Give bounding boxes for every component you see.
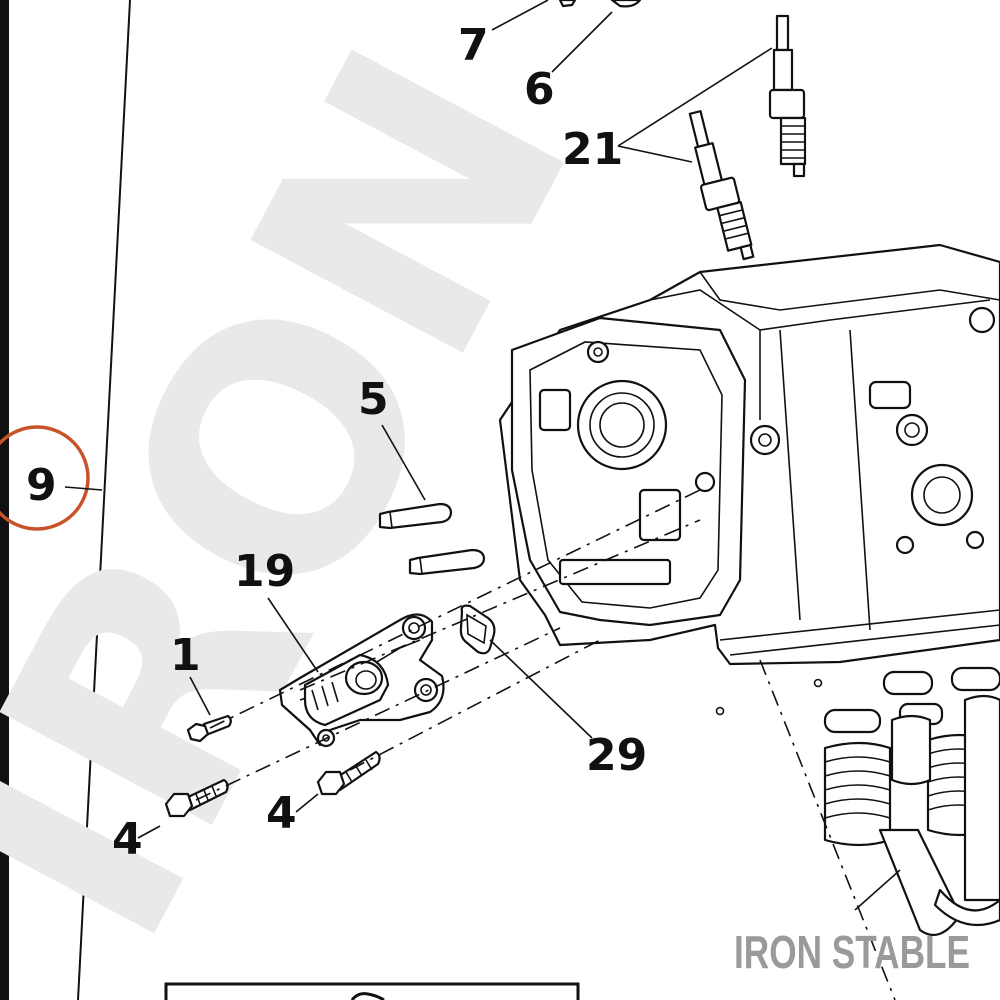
callout-29: 29 xyxy=(586,730,647,781)
callout-4-left: 4 xyxy=(112,814,143,865)
part-6 xyxy=(610,0,642,8)
gasket xyxy=(459,604,496,655)
cylinder-head xyxy=(498,243,1000,666)
page-edge xyxy=(0,0,9,1000)
centerlines xyxy=(195,489,896,1000)
spark-plug-lower xyxy=(688,110,755,261)
highlight-circle xyxy=(0,425,90,531)
bolt-4-right xyxy=(316,750,381,796)
callout-7: 7 xyxy=(458,20,489,71)
valve-train xyxy=(823,666,1000,937)
dowel-pin-lower xyxy=(408,548,486,576)
part-7 xyxy=(558,0,577,8)
margin-line xyxy=(77,0,131,1000)
callout-9: 9 xyxy=(26,460,57,511)
spark-plug-upper xyxy=(768,14,807,178)
brand-watermark: IRON STABLE xyxy=(734,926,970,978)
bottom-box-glyph xyxy=(350,992,385,1000)
dowel-pin-upper xyxy=(378,502,453,530)
leader-lines xyxy=(64,0,901,911)
marker-dot xyxy=(715,706,725,716)
marker-dot xyxy=(813,678,823,688)
callout-21: 21 xyxy=(562,124,623,175)
callout-4-right: 4 xyxy=(266,788,297,839)
callout-19: 19 xyxy=(234,546,295,597)
callout-6: 6 xyxy=(524,64,555,115)
bottom-box xyxy=(164,982,580,1000)
callout-5: 5 xyxy=(358,374,389,425)
callout-1: 1 xyxy=(170,630,201,681)
